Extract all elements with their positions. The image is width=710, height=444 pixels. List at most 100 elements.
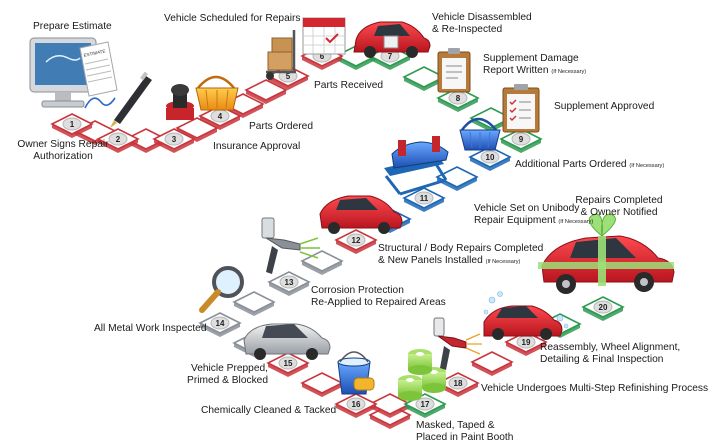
board-tile-8: 8	[436, 87, 480, 112]
step-number: 17	[421, 400, 430, 409]
step-15-label: Vehicle Prepped,Primed & Blocked	[187, 363, 268, 386]
frame-machine-car-icon	[384, 136, 449, 196]
step-number-badge	[480, 150, 500, 164]
step-5-label: Parts Received	[314, 80, 384, 91]
board-tile-10: 10	[468, 146, 512, 171]
detailed-car-icon	[483, 291, 569, 340]
step-14-label: All Metal Work Inspected	[94, 323, 207, 334]
board-tile-18: 18	[436, 372, 480, 397]
repaired-car-icon	[319, 195, 403, 234]
step-number: 8	[456, 94, 461, 103]
step-19-label: Reassembly, Wheel Alignment,Detailing & …	[540, 342, 681, 365]
board-tile	[435, 166, 479, 191]
step-number: 10	[486, 153, 495, 162]
spray-gun-icon	[261, 217, 320, 274]
board-tile-2: 2	[96, 128, 140, 153]
step-number: 18	[454, 379, 463, 388]
step-number: 19	[522, 338, 531, 347]
step-number-badge	[62, 117, 82, 131]
clipboard-checklist-icon	[502, 84, 540, 133]
step-number-badge	[415, 397, 435, 411]
step-number: 1	[70, 120, 75, 129]
magnifying-glass-icon	[199, 266, 244, 313]
step-number-badge	[278, 356, 298, 370]
board-tile	[402, 66, 446, 91]
step-number: 5	[286, 72, 291, 81]
step-number-badge	[210, 316, 230, 330]
step-number-badge	[346, 233, 366, 247]
step-number-badge	[108, 132, 128, 146]
board-tile	[232, 291, 276, 316]
step-6-label: Vehicle Scheduled for Repairs	[164, 13, 301, 24]
gift-car-icon	[538, 213, 675, 294]
hand-truck-boxes-icon	[266, 30, 296, 80]
paint-spray-gun-icon	[433, 317, 482, 370]
board-tile	[244, 79, 288, 104]
board-tile-20: 20	[581, 296, 625, 321]
step-number: 16	[352, 400, 361, 409]
step-number: 13	[285, 278, 294, 287]
step-number-badge	[448, 376, 468, 390]
step-17-label: Masked, Taped &Placed in Paint Booth	[416, 420, 514, 443]
board-tile-14: 14	[198, 312, 242, 337]
step-16-label: Chemically Cleaned & Tacked	[201, 405, 337, 416]
calendar-icon	[302, 17, 346, 55]
step-number-badge	[346, 397, 366, 411]
step-number: 2	[116, 135, 121, 144]
step-20-label: Repairs Completed& Owner Notified	[575, 195, 663, 218]
bucket-sponge-icon	[337, 351, 375, 395]
step-number-badge	[279, 275, 299, 289]
step-number-badge	[511, 132, 531, 146]
board-tile	[470, 351, 514, 376]
step-number-badge	[164, 132, 184, 146]
blue-basket-icon	[459, 117, 501, 151]
board-tile-1: 1	[50, 113, 94, 138]
step-7-label: Vehicle Disassembled& Re-Inspected	[432, 12, 532, 35]
masking-tape-icon	[398, 349, 446, 401]
pen-icon	[84, 71, 152, 128]
estimate-doc-title: ESTIMATE	[83, 48, 106, 58]
step-number-badge	[593, 300, 613, 314]
step-number: 9	[519, 135, 524, 144]
step-number: 4	[218, 112, 223, 121]
board-tile-13: 13	[267, 271, 311, 296]
step-number: 11	[420, 194, 429, 203]
board-tile-19: 19	[504, 331, 548, 356]
step-number: 3	[172, 135, 177, 144]
shopping-basket-icon	[195, 75, 239, 111]
step-number: 20	[599, 303, 608, 312]
step-number: 12	[352, 236, 361, 245]
clipboard-report-icon	[437, 48, 471, 93]
step-number: 7	[388, 52, 393, 61]
step-number: 15	[284, 359, 293, 368]
board-tile	[368, 393, 412, 418]
step-1-label: Prepare Estimate	[33, 21, 112, 32]
computer-monitor-icon	[29, 37, 97, 108]
disassembled-car-icon	[353, 21, 431, 58]
step-9-label: Supplement Approved	[554, 101, 655, 112]
step-4-label: Parts Ordered	[249, 121, 313, 132]
estimate-document-icon: ESTIMATE	[79, 41, 118, 97]
rubber-stamp-icon	[166, 84, 194, 120]
step-12-label: Structural / Body Repairs Completed& New…	[378, 243, 544, 266]
step-10-label: Additional Parts Ordered (If Necessary)	[515, 159, 665, 170]
board-tile-4: 4	[198, 105, 242, 130]
board-tile	[300, 372, 344, 397]
step-number: 14	[216, 319, 225, 328]
board-tile-15: 15	[266, 352, 310, 377]
board-tile-9: 9	[499, 128, 543, 153]
board-tile-3: 3	[152, 128, 196, 153]
step-number: 6	[320, 52, 325, 61]
silver-car-icon	[243, 323, 331, 360]
board-tile-11: 11	[402, 187, 446, 212]
board-tile-16: 16	[334, 393, 378, 418]
step-18-label: Vehicle Undergoes Multi-Step Refinishing…	[481, 383, 709, 394]
step-3-label: Insurance Approval	[213, 141, 301, 152]
step-number-badge	[414, 191, 434, 205]
